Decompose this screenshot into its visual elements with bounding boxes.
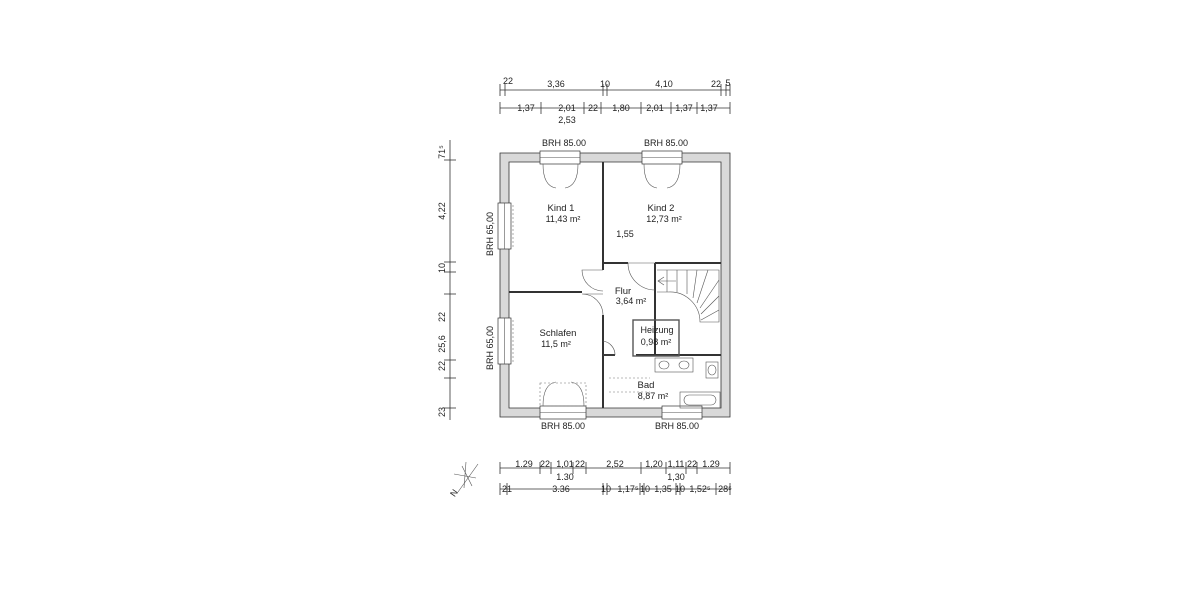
interior-walls	[509, 162, 721, 408]
dim-top1-2: 10	[600, 79, 610, 89]
dim-top1-3: 4,10	[655, 79, 673, 89]
dim-bottom1-7: 22	[687, 459, 697, 469]
dim-top2-3: 1,80	[612, 103, 630, 113]
top-dimension-chain-1: 22 3,36 10 4,10 22 5	[499, 76, 731, 96]
dim-bottom1-8: 1.29	[702, 459, 720, 469]
room-name-schlafen: Schlafen	[540, 328, 577, 339]
dim-bottom1-6: 1,11	[668, 459, 685, 469]
dim-top1-0: 22	[503, 76, 513, 86]
room-name-kind-2: Kind 2	[648, 203, 675, 214]
room-name-flur: Flur	[615, 286, 631, 297]
dim-bottom3-6: 10	[675, 484, 685, 494]
room-name-kind-1: Kind 1	[548, 203, 575, 214]
room-area-schlafen: 11,5 m²	[541, 339, 571, 349]
dim-left-5: 22	[437, 361, 447, 371]
doors	[581, 262, 656, 356]
window-label-left-lower: BRH 65,00	[485, 326, 495, 370]
dim-left-1: 4,22	[437, 202, 447, 220]
room-name-heizung: Heizung	[640, 325, 673, 335]
room-area-heizung: 0,98 m²	[641, 337, 672, 347]
bottom-dimension-chain-2: 21 3.36 10 1,17⁵ 10 1,35 10 1,52⁵ 28⁵	[499, 483, 732, 495]
dim-bottom2-0: 1.30	[556, 472, 574, 482]
room-area-flur: 3,64 m²	[616, 296, 647, 306]
dim-bottom1-5: 1,20	[645, 459, 663, 469]
dim-top1-4: 22	[711, 79, 721, 89]
room-area-kind-2: 12,73 m²	[646, 214, 682, 224]
dim-bottom3-4: 10	[640, 484, 650, 494]
dim-top2-4: 2,01	[646, 103, 664, 113]
dim-top1-5: 5	[725, 78, 730, 88]
dim-bottom2-1: 1,30	[667, 472, 685, 482]
dim-top2-6: 1,37	[700, 103, 718, 113]
dim-left-4: 25,6	[437, 335, 447, 353]
dim-bottom1-1: 22	[540, 459, 550, 469]
window-label-top-left: BRH 85.00	[542, 138, 586, 148]
dim-top3-0: 2,53	[558, 115, 576, 125]
dim-bottom1-2: 1,01	[556, 459, 574, 469]
dim-bottom3-3: 1,17⁵	[617, 484, 639, 494]
room-name-bad: Bad	[638, 380, 655, 391]
room-area-bad: 8,87 m²	[638, 391, 669, 401]
north-arrow-icon: N	[448, 461, 479, 499]
dim-bottom1-0: 1.29	[515, 459, 533, 469]
dim-left-0: 71⁵	[437, 145, 447, 159]
north-label: N	[448, 487, 460, 498]
top-dimension-chain-2: 1,37 2,01 22 1,80 2,01 1,37 1,37 2,53	[499, 102, 731, 125]
window-label-top-right: BRH 85.00	[644, 138, 688, 148]
window-label-bottom-left: BRH 85.00	[541, 421, 585, 431]
dim-top1-1: 3,36	[547, 79, 565, 89]
window-label-left-upper: BRH 65,00	[485, 212, 495, 256]
dim-bottom3-0: 21	[502, 484, 512, 494]
dim-bottom1-4: 2,52	[606, 459, 624, 469]
dim-bottom3-7: 1,52⁵	[689, 484, 711, 494]
dim-top2-1: 2,01	[558, 103, 576, 113]
dim-bottom3-8: 28⁵	[718, 484, 732, 494]
window-label-bottom-right: BRH 85.00	[655, 421, 699, 431]
dim-bottom3-5: 1,35	[654, 484, 672, 494]
left-dimension-chain: 71⁵ 4,22 10 22 25,6 22 23	[437, 140, 456, 420]
dim-bottom3-2: 10	[601, 484, 611, 494]
dim-left-6: 23	[437, 407, 447, 417]
stair-width-label: 1,55	[616, 229, 634, 239]
staircase	[657, 269, 720, 323]
exterior-wall	[499, 152, 731, 418]
bottom-dimension-chain-1: 1.29 22 1,01 22 2,52 1,20 1,11 22 1.29 1…	[499, 459, 731, 482]
dim-top2-5: 1,37	[675, 103, 693, 113]
dim-bottom3-1: 3.36	[552, 484, 570, 494]
dim-left-3: 22	[437, 312, 447, 322]
bathroom-fixtures	[609, 357, 721, 409]
windows	[497, 150, 703, 420]
dim-top2-2: 22	[588, 103, 598, 113]
dim-left-2: 10	[437, 263, 447, 273]
dim-bottom1-3: 22	[575, 459, 585, 469]
room-area-kind-1: 11,43 m²	[546, 214, 581, 224]
dim-top2-0: 1,37	[517, 103, 535, 113]
